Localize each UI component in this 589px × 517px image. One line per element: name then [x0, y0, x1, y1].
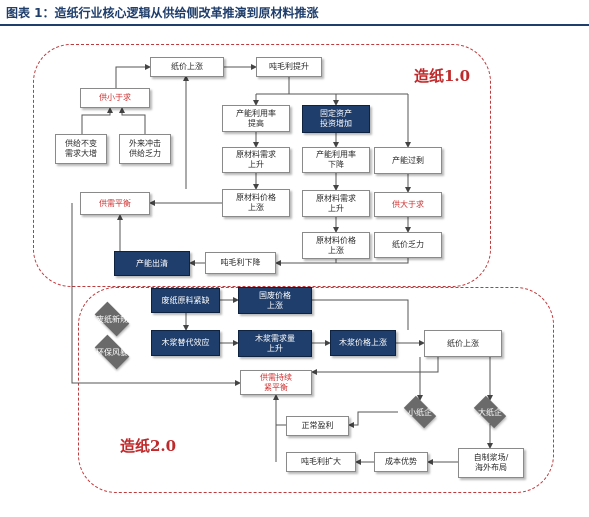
region-paper-2: [78, 287, 554, 493]
figure-header: 图表 1：造纸行业核心逻辑从供给侧改革推演到原材料推涨: [0, 0, 589, 26]
node-fixed-asset-up: 固定资产 投资增加: [302, 105, 370, 133]
diamond-big-firms: 大纸企: [464, 395, 516, 429]
node-overcapacity: 产能过剩: [374, 147, 442, 174]
node-normal-profit: 正常盈利: [286, 416, 349, 436]
arrow-insufficient-to-short: [81, 107, 113, 134]
node-capacity-clear: 产能出清: [114, 251, 190, 276]
diamond-small-firms-label: 小纸企: [408, 407, 432, 417]
node-paper-price-up-2: 纸价上涨: [424, 330, 502, 357]
diamond-waste-ban-label: 废纸新规: [96, 314, 128, 324]
node-capacity-util-up: 产能利用率 提高: [222, 105, 290, 132]
region-paper-1-title: 造纸1.0: [414, 67, 471, 85]
node-paper-price-up-1: 纸价上涨: [150, 57, 224, 77]
node-wood-pulp-sub: 木浆替代效应: [151, 330, 220, 356]
diamond-env-storm: 环保风暴: [87, 334, 137, 370]
arrow-weak-to-profit-down: [275, 258, 409, 266]
diamond-big-firms-label: 大纸企: [478, 407, 502, 417]
node-ton-profit-down: 吨毛利下降: [205, 252, 276, 274]
node-self-pulp: 自制浆场/ 海外布局: [458, 448, 524, 478]
node-wood-pulp-price-up: 木浆价格上涨: [330, 330, 396, 356]
figure-title: 图表 1：造纸行业核心逻辑从供给侧改革推演到原材料推涨: [6, 6, 319, 20]
node-ton-profit-expand: 吨毛利扩大: [286, 452, 356, 472]
region-paper-2-title: 造纸2.0: [120, 437, 177, 455]
node-balance-2: 供需持续 紧平衡: [240, 370, 312, 395]
arrow-domestic-to-paperprice: [312, 299, 409, 330]
node-waste-paper-short: 废纸原料紧缺: [151, 288, 220, 313]
node-raw-demand-up-2: 原材料需求 上升: [302, 190, 370, 217]
arrow-short-to-price: [115, 64, 151, 95]
node-raw-demand-up-1: 原材料需求 上升: [222, 147, 290, 173]
diamond-env-storm-label: 环保风暴: [96, 347, 128, 357]
node-raw-price-up-1: 原材料价格 上涨: [222, 189, 290, 217]
diamond-small-firms: 小纸企: [394, 395, 446, 429]
node-import-shock: 外来冲击 供给乏力: [119, 134, 171, 164]
region-paper-1: [33, 44, 491, 287]
node-wood-pulp-demand-up: 木浆需求量 上升: [238, 330, 312, 357]
node-supply-short: 供小于求: [80, 88, 150, 108]
node-balance-1: 供需平衡: [80, 192, 150, 215]
arrow-balance1-to-balance2: [71, 203, 241, 386]
arrow-paperprice-to-balance2: [311, 357, 439, 375]
diamond-waste-ban: 废纸新规: [87, 301, 137, 337]
arrow-small-to-normal: [348, 411, 398, 428]
node-capacity-util-down: 产能利用率 下降: [302, 147, 370, 173]
node-domestic-price-up: 国废价格 上涨: [238, 287, 312, 314]
node-paper-price-weak: 纸价乏力: [374, 232, 442, 258]
node-cost-adv: 成本优势: [374, 452, 428, 472]
node-raw-price-up-2: 原材料价格 上涨: [302, 232, 370, 259]
arrow-import-to-short: [119, 107, 146, 134]
node-supply-exceed: 供大于求: [374, 192, 442, 217]
node-supply-insufficient: 供给不变 需求大增: [55, 134, 107, 164]
node-ton-profit-up: 吨毛利提升: [256, 57, 322, 77]
